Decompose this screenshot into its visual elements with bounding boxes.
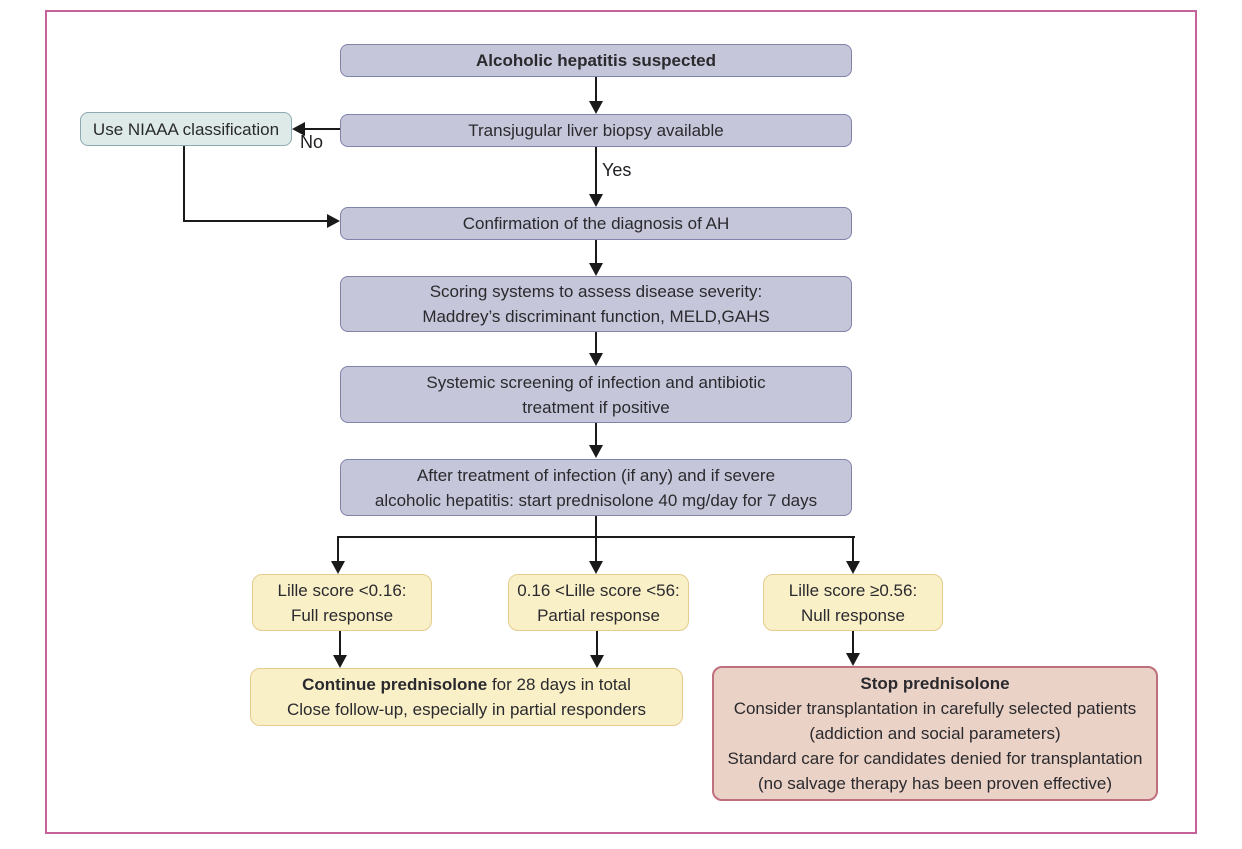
arrow-suspected-to-biopsy xyxy=(595,77,597,103)
arrowhead-right-icon xyxy=(327,214,340,228)
node-text-line1: Continue prednisolone for 28 days in tot… xyxy=(302,672,631,697)
arrowhead-down-icon xyxy=(589,445,603,458)
node-use-niaaa-classification: Use NIAAA classification xyxy=(80,112,292,146)
arrow-full-to-continue xyxy=(339,631,341,656)
arrowhead-down-icon xyxy=(589,561,603,574)
node-text-line1: Lille score ≥0.56: xyxy=(788,580,918,600)
arrowhead-down-icon xyxy=(589,194,603,207)
node-text-rest: for 28 days in total xyxy=(487,675,631,694)
node-start-prednisolone: After treatment of infection (if any) an… xyxy=(340,459,852,516)
node-full-response: Lille score <0.16: Full response xyxy=(252,574,432,631)
node-text-line1: 0.16 <Lille score <56: xyxy=(517,580,680,600)
edge-label-yes: Yes xyxy=(602,160,632,180)
node-text-line1: Scoring systems to assess disease severi… xyxy=(429,282,763,301)
arrow-screening-to-start xyxy=(595,423,597,446)
node-text: Transjugular liver biopsy available xyxy=(468,121,724,140)
node-null-response: Lille score ≥0.56: Null response xyxy=(763,574,943,631)
arrow-branch-to-null xyxy=(852,536,854,562)
node-text-line2: Partial response xyxy=(537,605,660,625)
node-text: Use NIAAA classification xyxy=(92,119,280,139)
edge-label-no: No xyxy=(300,132,324,152)
arrow-niaaa-elbow-vertical xyxy=(183,146,185,222)
node-stop-prednisolone: Stop prednisolone Consider transplantati… xyxy=(712,666,1158,801)
arrowhead-down-icon xyxy=(333,655,347,668)
node-partial-response: 0.16 <Lille score <56: Partial response xyxy=(508,574,689,631)
arrow-branch-to-full xyxy=(337,536,339,562)
node-text-line5: (no salvage therapy has been proven effe… xyxy=(757,774,1113,793)
node-text-line4: Standard care for candidates denied for … xyxy=(727,749,1143,768)
arrowhead-down-icon xyxy=(589,101,603,114)
arrow-biopsy-to-niaaa xyxy=(305,128,340,130)
branch-stem xyxy=(595,516,597,538)
arrow-branch-to-partial xyxy=(595,536,597,562)
node-systemic-screening: Systemic screening of infection and anti… xyxy=(340,366,852,423)
arrowhead-down-icon xyxy=(846,561,860,574)
arrow-biopsy-to-confirmation xyxy=(595,147,597,195)
node-scoring-systems: Scoring systems to assess disease severi… xyxy=(340,276,852,332)
arrowhead-down-icon xyxy=(846,653,860,666)
node-text-line2: Consider transplantation in carefully se… xyxy=(733,699,1137,718)
node-text-line2: treatment if positive xyxy=(522,397,670,417)
node-alcoholic-hepatitis-suspected: Alcoholic hepatitis suspected xyxy=(340,44,852,77)
node-continue-prednisolone: Continue prednisolone for 28 days in tot… xyxy=(250,668,683,726)
node-text-line2: Null response xyxy=(801,605,905,625)
arrow-partial-to-continue xyxy=(596,631,598,656)
node-text: Alcoholic hepatitis suspected xyxy=(476,51,716,70)
arrowhead-down-icon xyxy=(590,655,604,668)
node-title: Stop prednisolone xyxy=(860,674,1010,693)
arrow-niaaa-elbow-horizontal xyxy=(183,220,327,222)
node-text-line3: (addiction and social parameters) xyxy=(809,724,1061,743)
arrow-scoring-to-screening xyxy=(595,332,597,354)
node-text-line1: After treatment of infection (if any) an… xyxy=(416,465,776,485)
node-text-line2: Close follow-up, especially in partial r… xyxy=(286,700,647,719)
node-text-bold: Continue prednisolone xyxy=(302,675,488,694)
node-text-line1: Lille score <0.16: xyxy=(277,580,407,600)
arrow-null-to-stop xyxy=(852,631,854,654)
node-text: Confirmation of the diagnosis of AH xyxy=(462,214,730,233)
arrow-confirmation-to-scoring xyxy=(595,240,597,264)
arrowhead-down-icon xyxy=(331,561,345,574)
node-text-line2: Full response xyxy=(290,605,394,625)
arrowhead-down-icon xyxy=(589,353,603,366)
arrowhead-down-icon xyxy=(589,263,603,276)
node-transjugular-biopsy-available: Transjugular liver biopsy available xyxy=(340,114,852,147)
arrowhead-left-icon xyxy=(292,122,305,136)
node-text-line2: Maddrey’s discriminant function, MELD,GA… xyxy=(422,307,770,326)
node-confirmation-of-diagnosis: Confirmation of the diagnosis of AH xyxy=(340,207,852,240)
node-text-line2: alcoholic hepatitis: start prednisolone … xyxy=(374,490,818,510)
node-text-line1: Systemic screening of infection and anti… xyxy=(426,372,766,392)
